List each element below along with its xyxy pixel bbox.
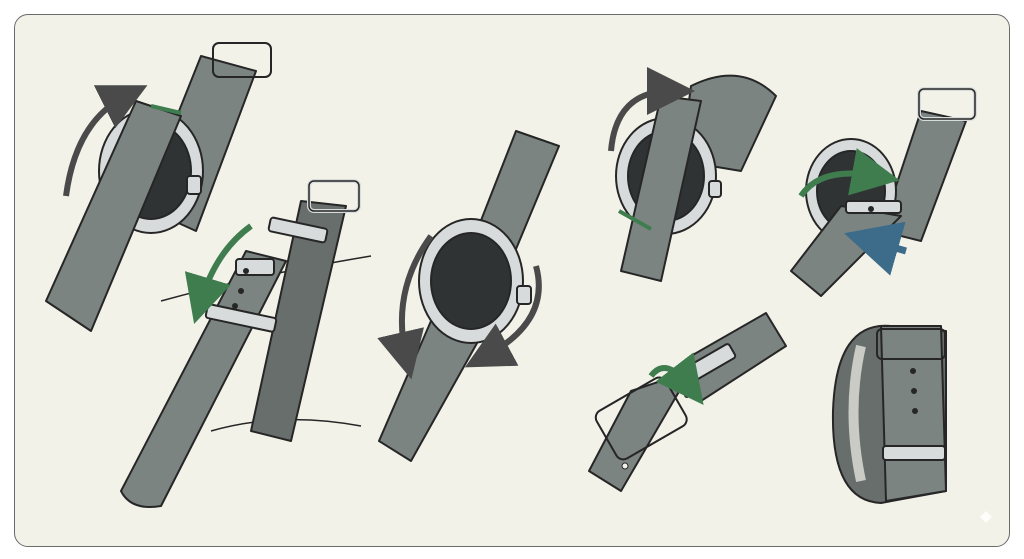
curved-arrow-icon bbox=[608, 67, 695, 152]
step-1-illustration bbox=[45, 42, 272, 332]
step-3-illustration bbox=[377, 130, 560, 462]
curved-arrow-left-icon bbox=[377, 234, 434, 380]
nato-strap-instructions-illustration bbox=[45, 42, 992, 523]
step-7-finished-strap bbox=[831, 324, 947, 504]
step-4-illustration bbox=[608, 67, 777, 282]
blue-arrow-icon bbox=[844, 221, 907, 276]
illustration-frame bbox=[14, 14, 1010, 547]
curved-arrow-right-icon bbox=[464, 265, 542, 368]
green-arrow-icon bbox=[798, 148, 900, 198]
step-6-illustration bbox=[588, 312, 787, 492]
sparkle-watermark-icon bbox=[980, 511, 992, 523]
step-5-illustration bbox=[790, 87, 977, 297]
step-2-illustration bbox=[120, 179, 372, 508]
green-arrow-icon bbox=[648, 352, 704, 406]
green-spring-bar bbox=[150, 104, 182, 115]
green-arrow-icon bbox=[184, 223, 253, 324]
curved-arrow-icon bbox=[63, 85, 148, 197]
